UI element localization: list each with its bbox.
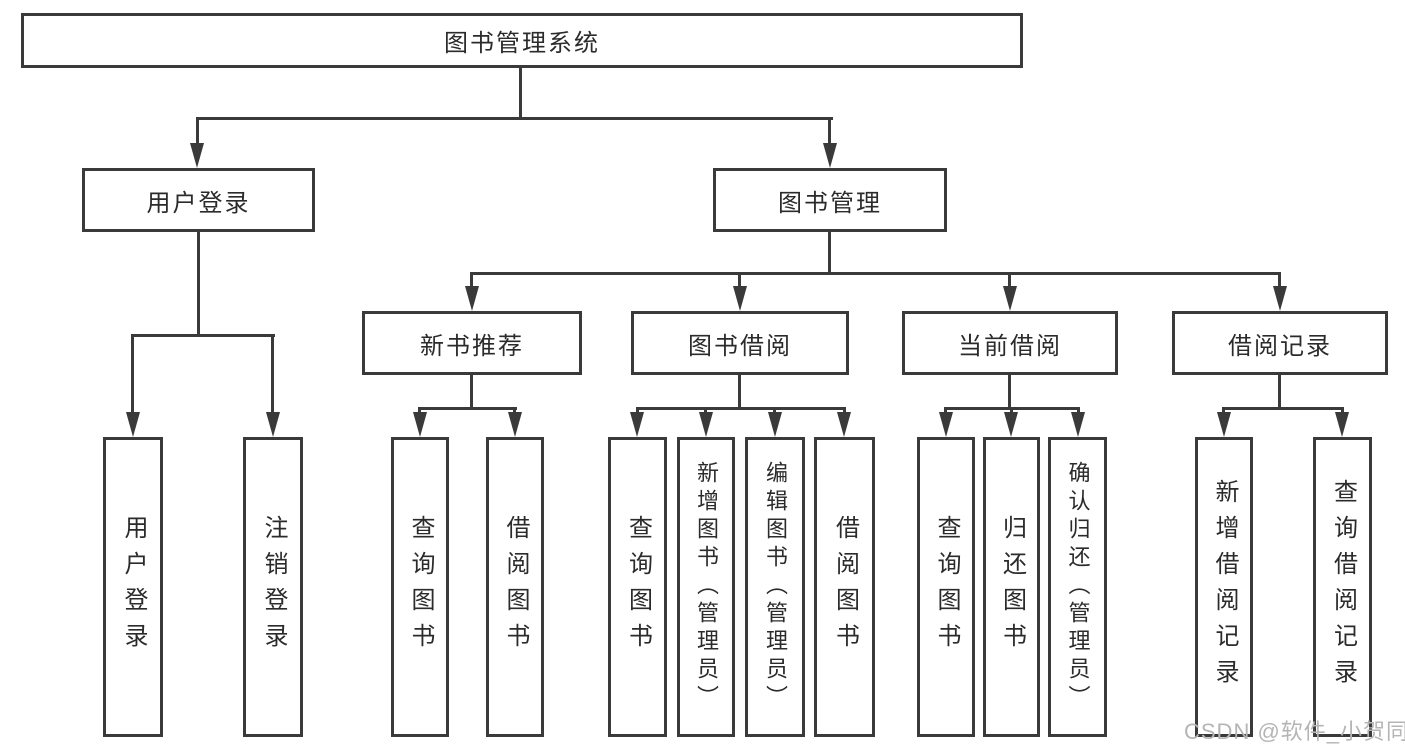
arrowhead-g3c2 [699, 412, 713, 437]
arrowhead-g3c4 [837, 412, 851, 437]
arrowhead-new-book-rec [465, 286, 479, 311]
node-new-book-recommend: 新书推荐 [362, 311, 582, 375]
arrowhead-g2c1 [413, 412, 427, 437]
edge-g3c1-drop [636, 407, 639, 415]
leaf-user-login: 用户登录 [103, 437, 163, 737]
edge-current-borrow-drop [1008, 272, 1011, 290]
leaf-query-books-current: 查询图书 [917, 437, 975, 737]
edge-borrow-records-drop [1278, 272, 1281, 290]
leaf-query-books-borrowing: 查询图书 [608, 437, 667, 737]
edge-g4c1-drop [944, 407, 947, 415]
edge-g2c2-drop [513, 407, 516, 415]
node-root-library-system: 图书管理系统 [21, 13, 1023, 68]
edge-g5c2-drop [1341, 407, 1344, 415]
arrowhead-g5c1 [1217, 412, 1231, 437]
edge-login-drop [131, 334, 134, 414]
leaf-confirm-return-admin: 确认归还（管理员） [1048, 437, 1107, 737]
arrowhead-current-borrow [1003, 286, 1017, 311]
edge-g3c3-drop [773, 407, 776, 415]
csdn-watermark: CSDN @软件_小贺同学 [1184, 719, 1405, 744]
edge-logout-drop [271, 334, 274, 414]
arrowhead-book-mgmt [823, 143, 837, 168]
edge-g4c3-drop [1077, 407, 1080, 415]
edge-book-borrow-drop [738, 272, 741, 290]
leaf-borrow-books: 借阅图书 [814, 437, 875, 737]
arrowhead-user-login [190, 143, 204, 168]
leaf-add-books-admin: 新增图书（管理员） [677, 437, 735, 737]
edge-g3c4-drop [843, 407, 846, 415]
edge-user-login-drop [196, 117, 199, 145]
edge-g3-stem [738, 375, 741, 409]
node-user-login-module: 用户登录 [82, 168, 315, 232]
leaf-edit-books-admin: 编辑图书（管理员） [745, 437, 805, 737]
leaf-query-books-recommend: 查询图书 [391, 437, 449, 737]
edge-book-mgmt-drop [828, 117, 831, 145]
leaf-add-borrow-record: 新增借阅记录 [1195, 437, 1253, 737]
arrowhead-login [126, 412, 140, 437]
edge-g3c2-drop [704, 407, 707, 415]
edge-g5-distributor [1222, 407, 1344, 410]
arrowhead-g2c2 [508, 412, 522, 437]
edge-user-login-distributor [131, 334, 275, 337]
leaf-borrow-books-recommend: 借阅图书 [486, 437, 544, 737]
leaf-query-borrow-record: 查询借阅记录 [1313, 437, 1372, 737]
edge-g3-distributor [636, 407, 846, 410]
node-borrowing-records: 借阅记录 [1172, 311, 1388, 375]
edge-l1-distributor [196, 117, 833, 120]
edge-g4-stem [1008, 375, 1011, 409]
arrowhead-g3c3 [768, 412, 782, 437]
arrowhead-g4c1 [939, 412, 953, 437]
arrowhead-book-borrow [733, 286, 747, 311]
arrowhead-logout [266, 412, 280, 437]
arrowhead-g3c1 [630, 412, 644, 437]
node-book-management-module: 图书管理 [713, 168, 947, 232]
node-current-borrowing: 当前借阅 [902, 311, 1118, 375]
leaf-return-books: 归还图书 [983, 437, 1040, 737]
edge-new-book-drop [470, 272, 473, 290]
node-book-borrowing: 图书借阅 [631, 311, 849, 375]
edge-g4c2-drop [1010, 407, 1013, 415]
arrowhead-g4c3 [1071, 412, 1085, 437]
edge-book-mgmt-stem [828, 232, 831, 274]
leaf-logout: 注销登录 [243, 437, 303, 737]
arrowhead-borrow-records [1273, 286, 1287, 311]
edge-root-stem [519, 68, 522, 120]
edge-user-login-stem [197, 232, 200, 336]
edge-g5c1-drop [1222, 407, 1225, 415]
arrowhead-g5c2 [1335, 412, 1349, 437]
edge-g5-stem [1278, 375, 1281, 409]
arrowhead-g4c2 [1004, 412, 1018, 437]
edge-l2-distributor [470, 272, 1281, 275]
edge-g2-stem [470, 375, 473, 409]
edge-g2-distributor [418, 407, 517, 410]
edge-g2c1-drop [418, 407, 421, 415]
